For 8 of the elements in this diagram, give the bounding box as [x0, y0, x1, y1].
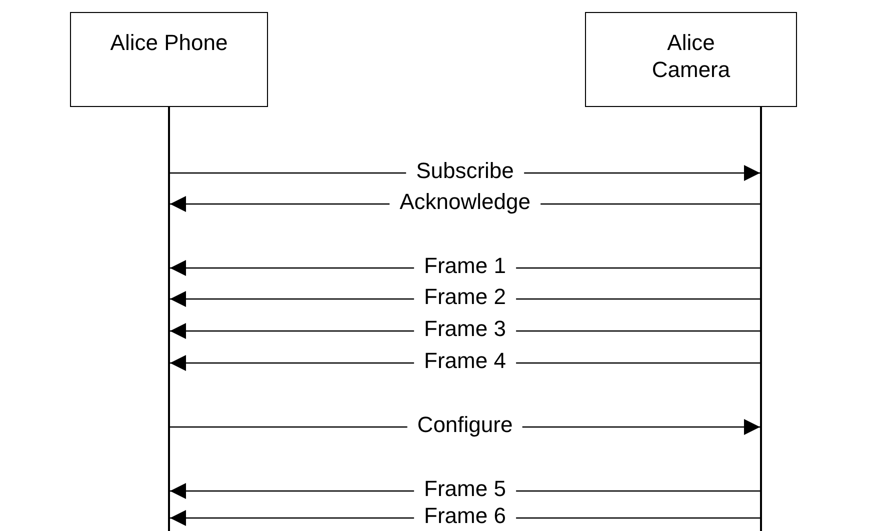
participant-name: Alice Camera: [650, 29, 732, 83]
participant-box: [70, 12, 268, 107]
lifeline: [760, 107, 762, 531]
participant-box: [585, 12, 797, 107]
edge-label: Configure: [407, 413, 523, 437]
edge-label: Acknowledge: [390, 190, 540, 214]
participant-name: Alice Phone: [109, 29, 229, 56]
lifeline: [168, 107, 170, 531]
